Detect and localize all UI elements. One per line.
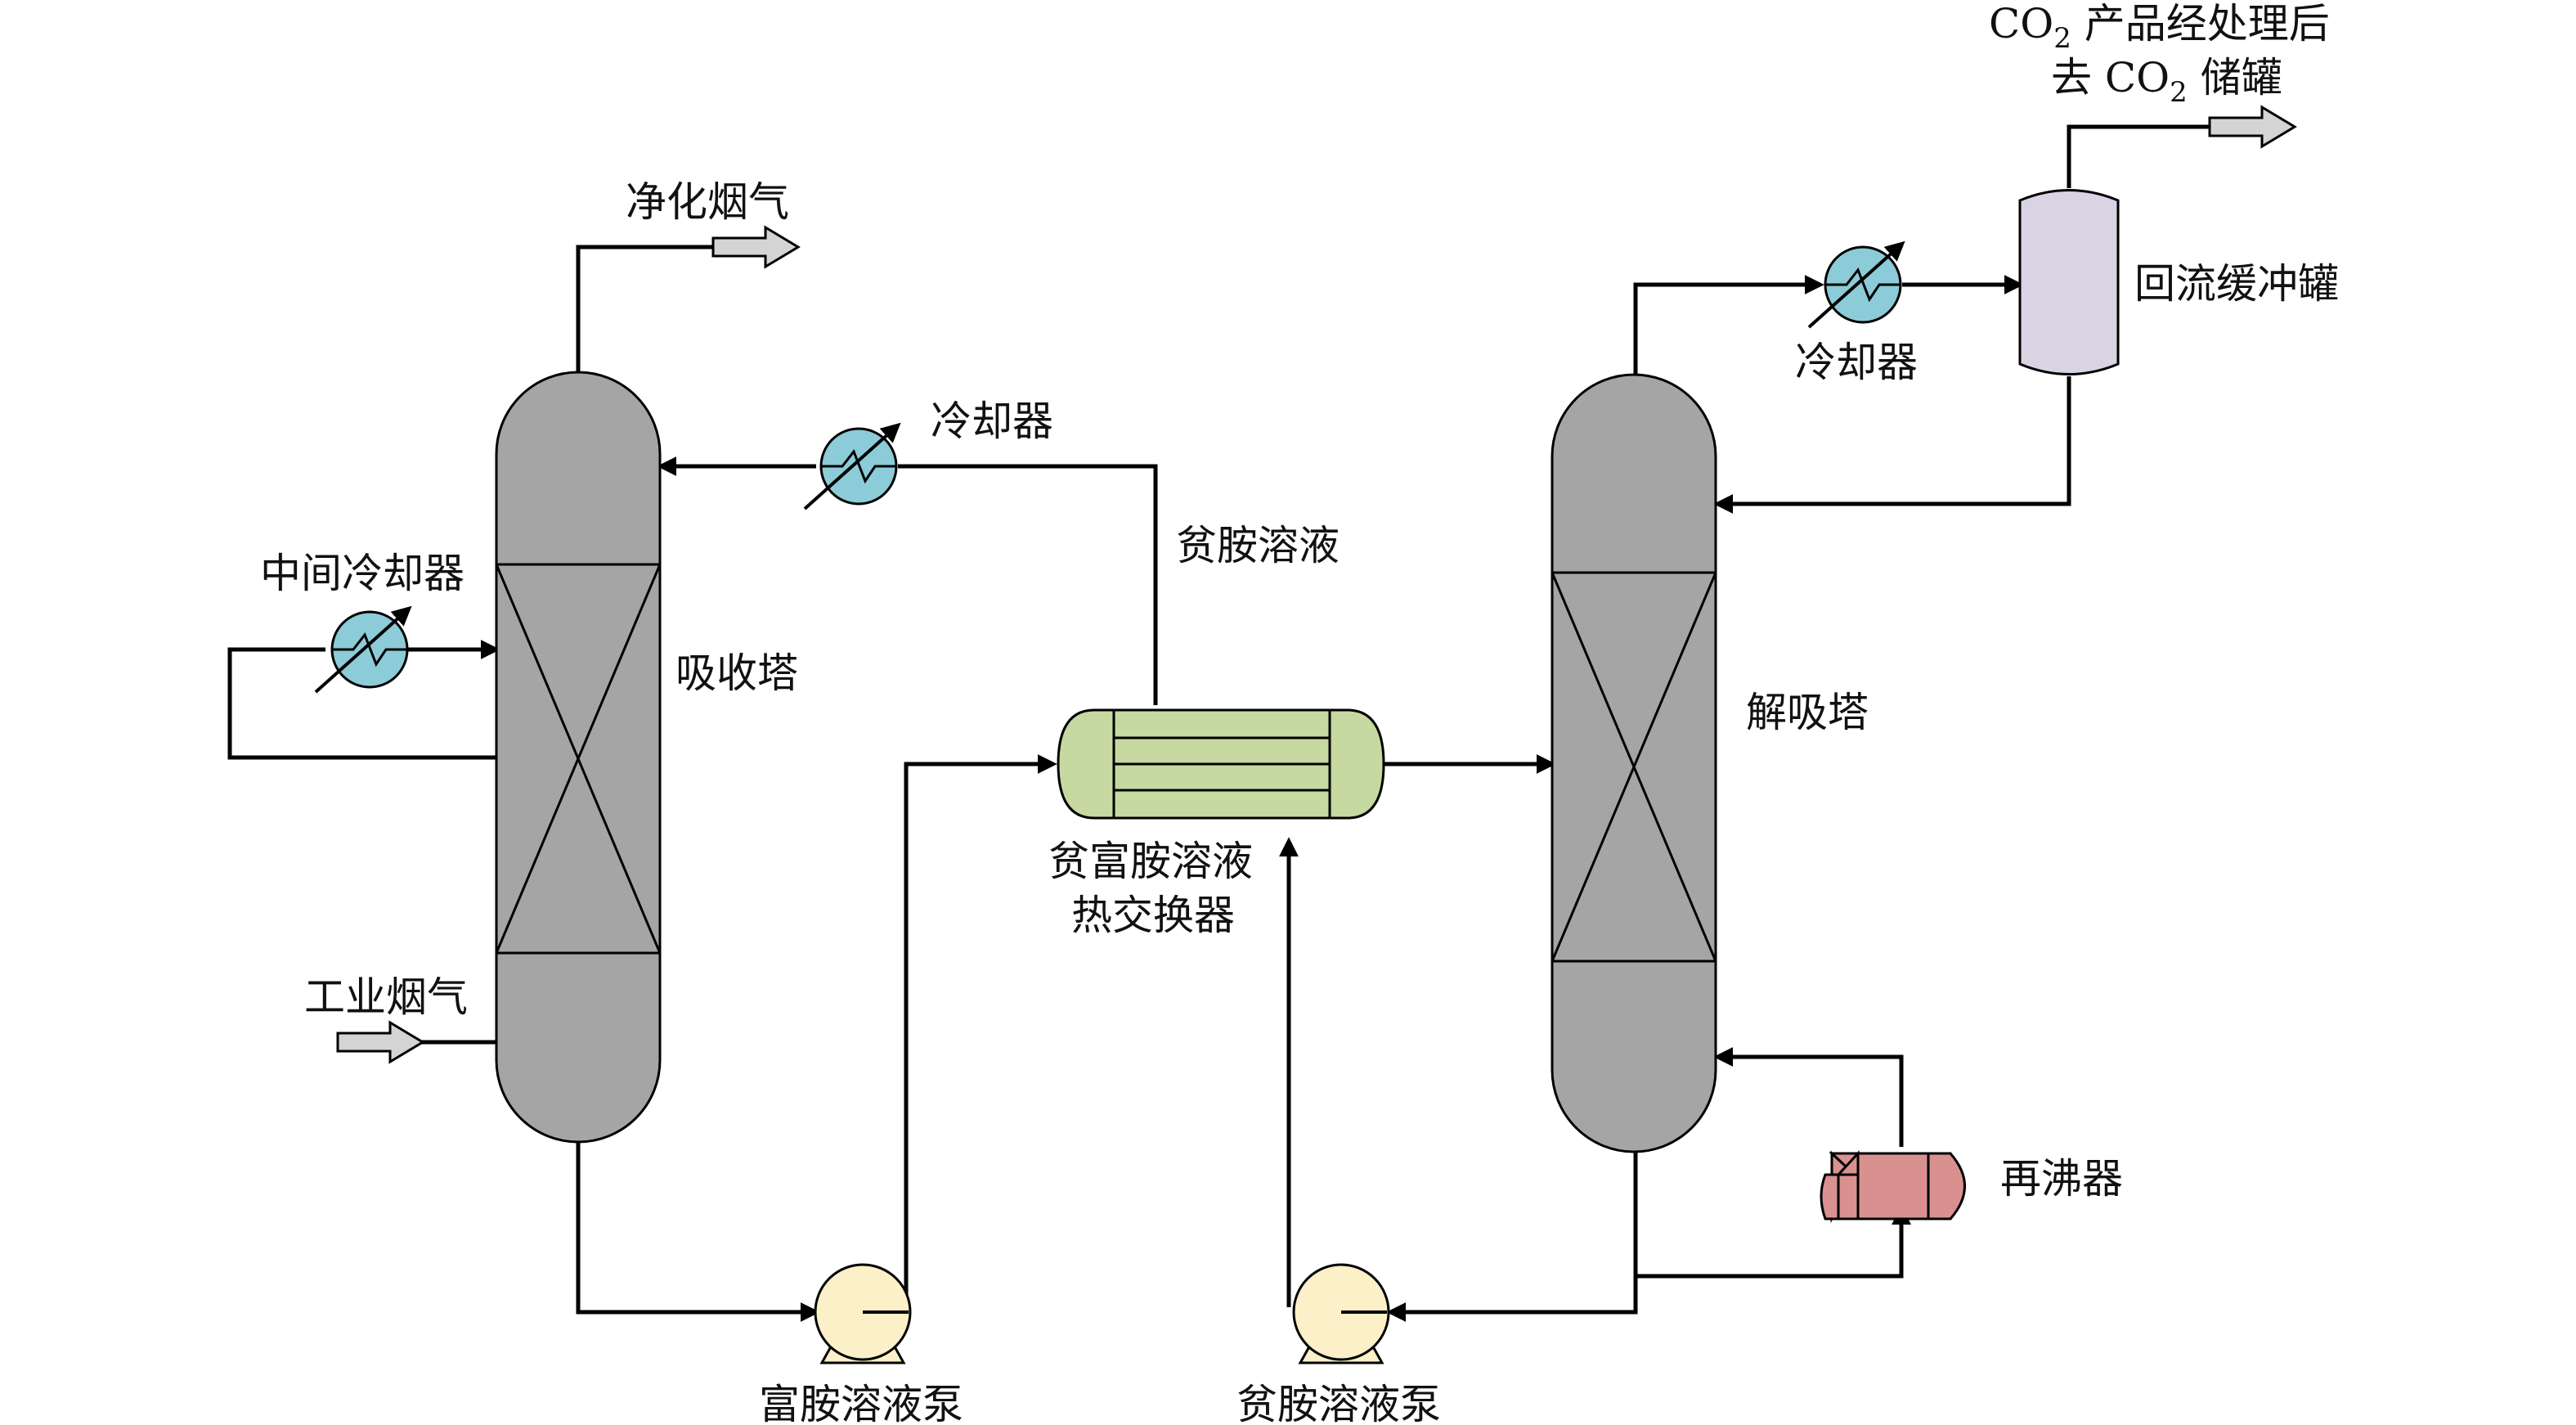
label-absorber: 吸收塔 (675, 650, 798, 697)
label-cooler-lean: 冷却器 (931, 398, 1053, 445)
lean-pump-icon (1292, 1263, 1390, 1364)
stripper-body (1551, 373, 1717, 1153)
reflux-drum-icon (2018, 189, 2120, 375)
co2-arrow-icon (2208, 105, 2297, 149)
label-reflux-drum: 回流缓冲罐 (2134, 260, 2339, 308)
piping (227, 124, 2210, 1322)
absorber-column (495, 371, 662, 1144)
line-absorber-bottoms (576, 1142, 820, 1322)
label-industrial-flue-gas: 工业烟气 (304, 973, 468, 1021)
intercooler-icon (314, 605, 412, 694)
cooler-top-icon (1807, 240, 1905, 329)
line-absorber-overhead (576, 245, 713, 372)
line-stripper-bottoms (1544, 1152, 1638, 1315)
cooler-lean-icon (803, 422, 901, 510)
label-lean-amine: 贫胺溶液 (1176, 522, 1340, 569)
line-stripper-overhead (1633, 275, 1824, 375)
line-co2-out (2067, 124, 2210, 188)
line-reboiler-return (1713, 1047, 1904, 1147)
label-heat-exchanger-1: 贫富胺溶液 (1048, 838, 1253, 885)
line-reflux (1713, 376, 2071, 514)
reboiler-icon (1820, 1150, 1966, 1224)
label-lean-pump: 贫胺溶液泵 (1236, 1381, 1441, 1425)
heat-exchanger (1057, 708, 1385, 820)
rich-pump-icon (814, 1263, 912, 1364)
stripper-column (1551, 373, 1717, 1153)
absorber-packing (495, 563, 662, 955)
line-reboiler-feed (1636, 1205, 1911, 1279)
label-heat-exchanger-2: 热交换器 (1071, 892, 1235, 939)
label-stripper: 解吸塔 (1746, 689, 1869, 736)
stripper-packing (1551, 571, 1717, 963)
clean-gas-arrow-icon (711, 225, 801, 269)
line-intercooler-loop (227, 647, 496, 760)
flue-gas-arrow-icon (336, 1020, 425, 1064)
label-co2-line1: CO2 产品经处理后 (1989, 0, 2330, 55)
line-rich-to-exchanger (904, 754, 1057, 1309)
label-clean-flue-gas: 净化烟气 (626, 178, 789, 226)
label-intercooler: 中间冷却器 (260, 550, 464, 597)
label-reboiler: 再沸器 (2000, 1155, 2123, 1202)
line-lean-amine-out (898, 464, 1158, 705)
label-cooler-top: 冷却器 (1795, 339, 1918, 386)
label-co2-line2: 去 CO2 储罐 (2051, 54, 2282, 109)
label-rich-pump: 富胺溶液泵 (759, 1381, 963, 1425)
